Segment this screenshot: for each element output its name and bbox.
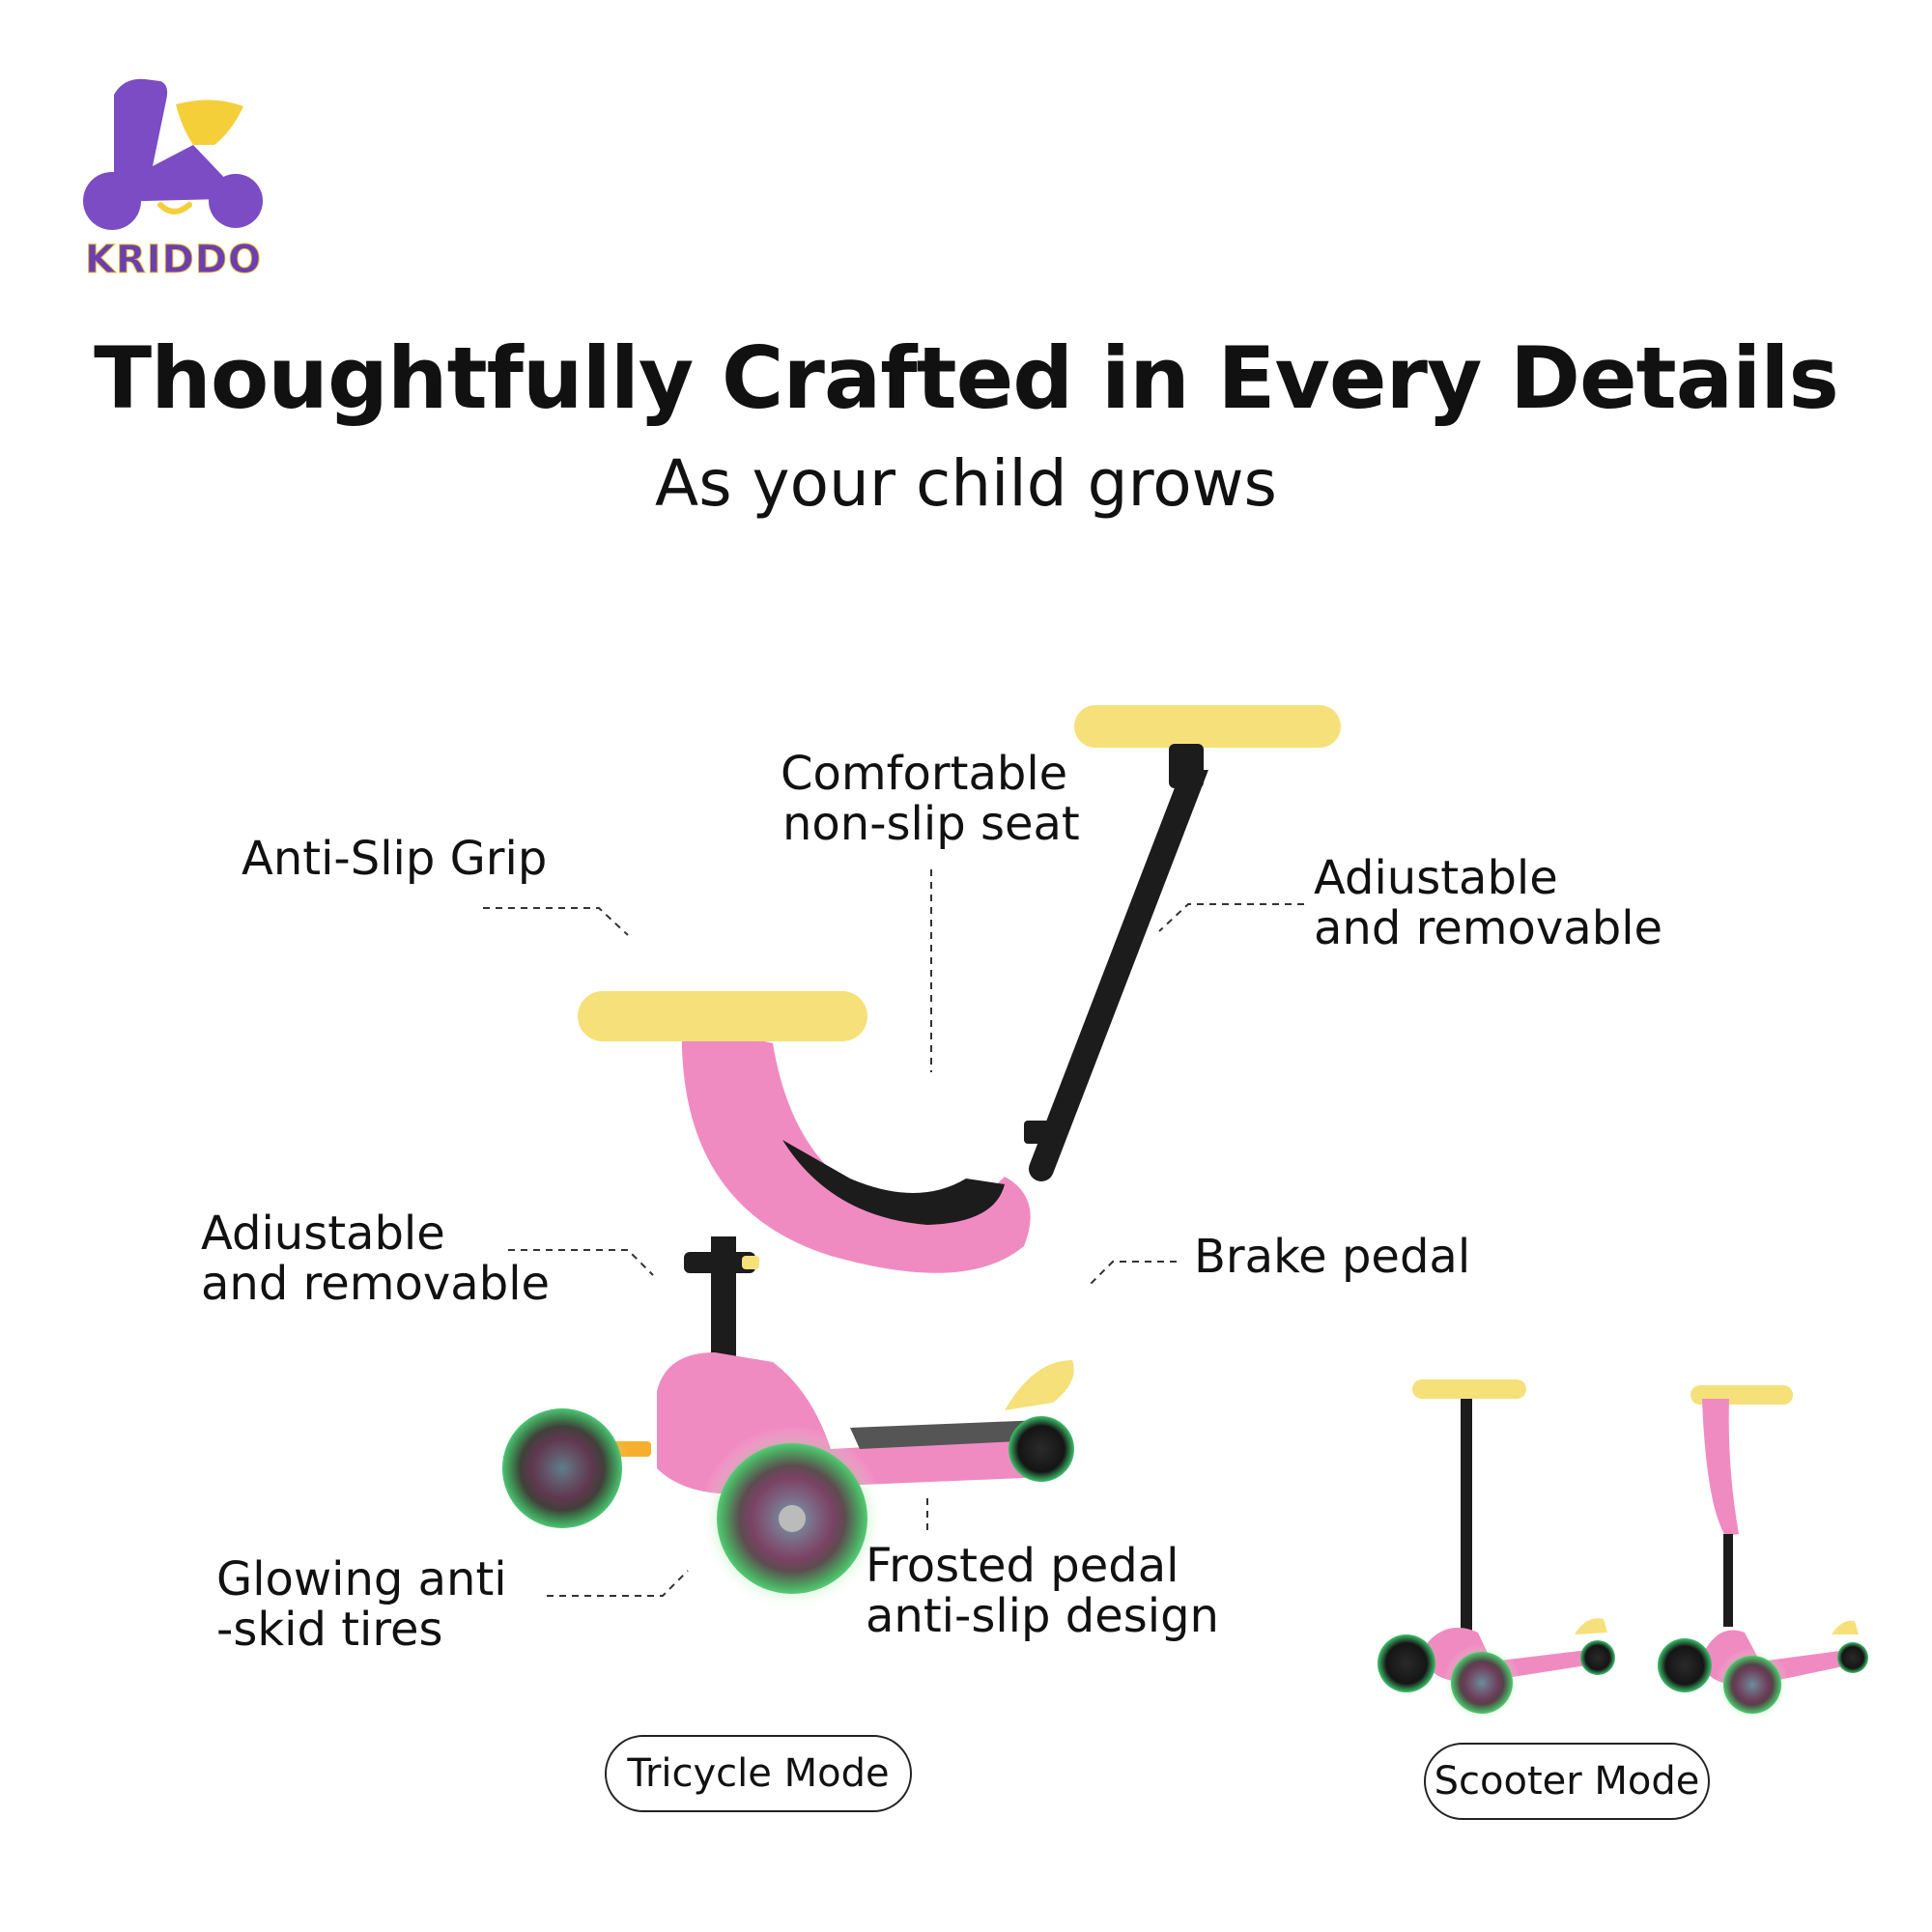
scooter-mode-badge: Scooter Mode — [1424, 1743, 1710, 1820]
page-subtitle: As your child grows — [655, 446, 1277, 521]
scooter-seat-small-icon — [1658, 1385, 1868, 1721]
callout-seat-line2: non-slip seat — [782, 797, 1080, 851]
scooter-small-icon — [1378, 1379, 1615, 1721]
page-title: Thoughtfully Crafted in Every Details — [94, 328, 1839, 428]
callout-seat-line1: Comfortable — [781, 747, 1068, 801]
callout-adjustable-left-line1: Adiustable — [201, 1207, 445, 1261]
callout-adjustable-top-line2: and removable — [1314, 901, 1663, 955]
callout-tires-line2: -skid tires — [216, 1603, 443, 1657]
brand-logo-text: KRIDDO — [84, 238, 263, 283]
callout-anti-slip-grip: Anti-Slip Grip — [242, 832, 548, 886]
callout-pedal-line2: anti-slip design — [866, 1589, 1219, 1643]
tricycle-mode-badge: Tricycle Mode — [605, 1735, 912, 1812]
callout-adjustable-left-line2: and removable — [201, 1257, 551, 1311]
callout-pedal-line1: Frosted pedal — [866, 1539, 1179, 1593]
kriddo-logo-icon — [83, 78, 263, 230]
callout-brake-pedal: Brake pedal — [1194, 1230, 1471, 1284]
callout-adjustable-top-line1: Adiustable — [1314, 851, 1558, 905]
callout-tires-line1: Glowing anti — [216, 1552, 507, 1606]
